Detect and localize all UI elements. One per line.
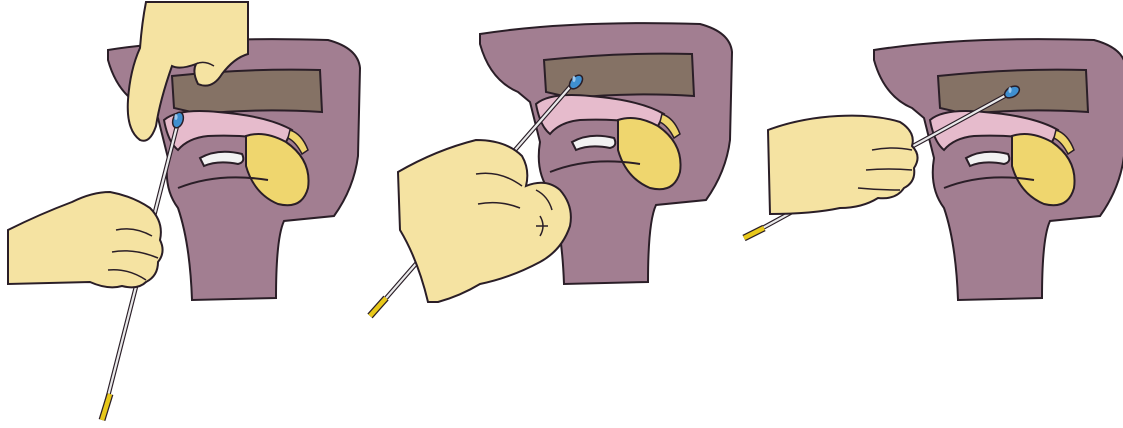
- lower-hand-1: [8, 192, 163, 287]
- panel-1: [8, 2, 360, 420]
- hand-3: [768, 116, 918, 214]
- panel-2: [370, 23, 732, 316]
- panel-3: [744, 39, 1123, 300]
